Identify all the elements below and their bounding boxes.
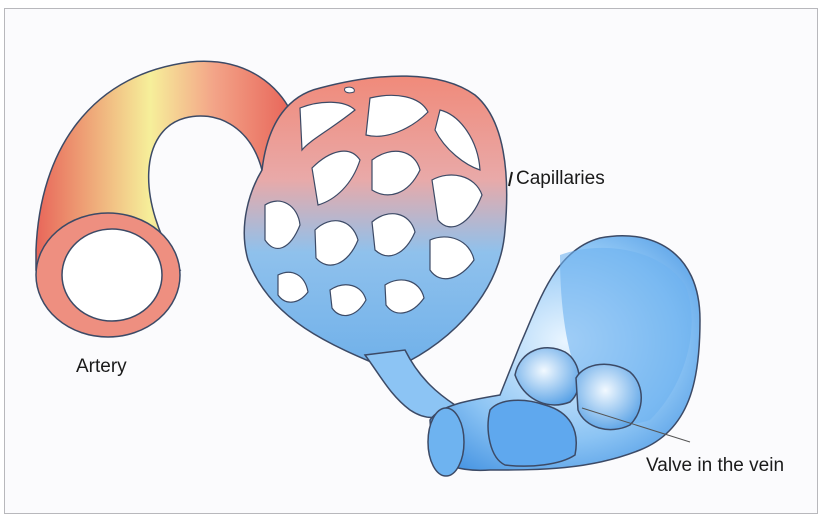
capillary-bed — [244, 76, 506, 370]
venule — [365, 350, 455, 418]
artery-label: Artery — [76, 356, 127, 378]
capillaries-label: Capillaries — [516, 168, 605, 190]
capillaries-leader-line — [509, 172, 512, 186]
valve-in-vein-label: Valve in the vein — [646, 455, 784, 477]
